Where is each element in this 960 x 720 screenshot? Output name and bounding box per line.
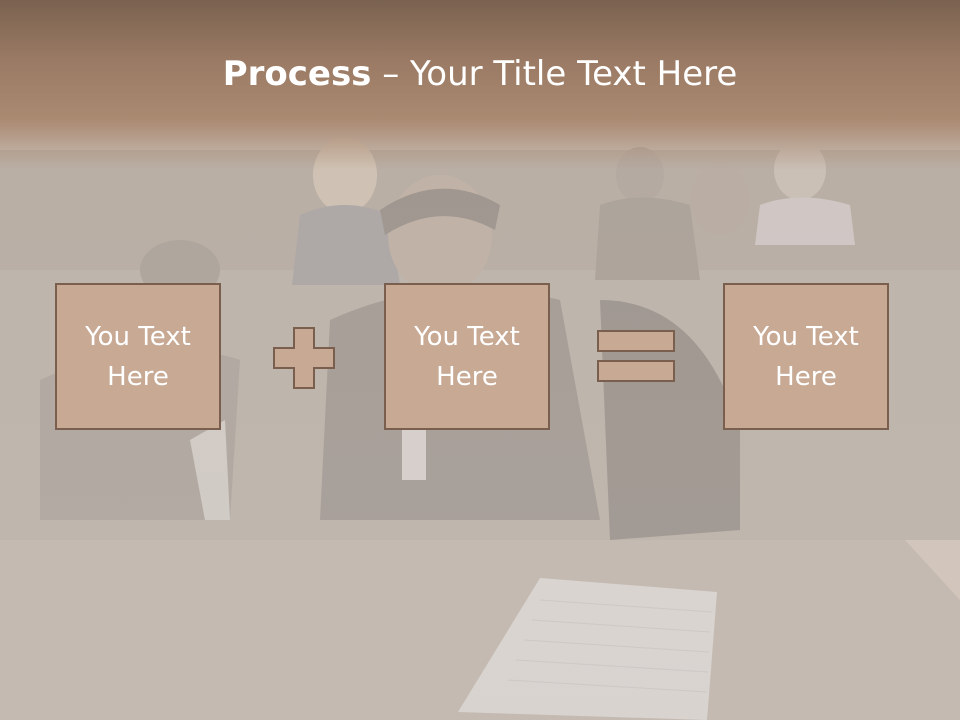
process-box-3-text: You Text Here	[753, 321, 859, 392]
process-box-2-text: You Text Here	[414, 321, 520, 392]
process-box-1-text: You Text Here	[85, 321, 191, 392]
process-box-3: You Text Here	[723, 283, 889, 430]
title-rest: – Your Title Text Here	[371, 54, 738, 94]
slide-title: Process – Your Title Text Here	[0, 52, 960, 96]
plus-icon	[273, 327, 335, 389]
equals-icon	[597, 330, 675, 382]
title-bold: Process	[222, 54, 372, 94]
process-box-2: You Text Here	[384, 283, 550, 430]
process-box-1: You Text Here	[55, 283, 221, 430]
